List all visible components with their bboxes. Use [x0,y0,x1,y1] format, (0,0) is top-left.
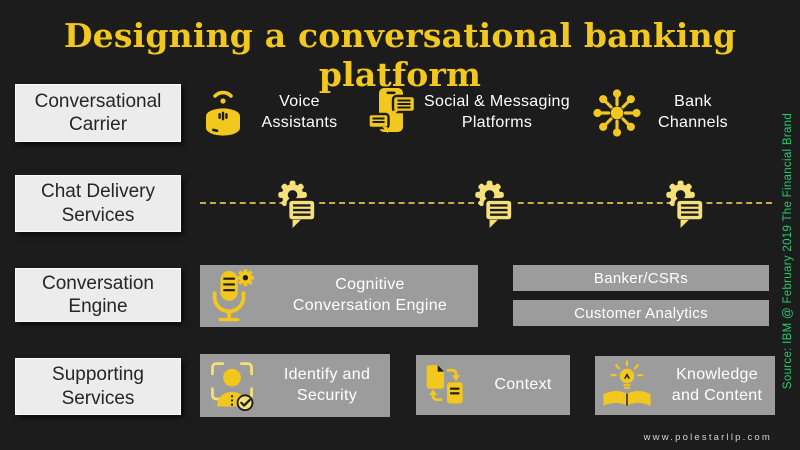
row-label-line: Supporting [52,364,144,386]
customer-analytics-box: Customer Analytics [513,300,769,326]
box-label-line: Conversation Engine [292,297,448,314]
row-label-line: Services [61,204,135,226]
row-label-line: Carrier [68,114,128,135]
row-label-conversational-carrier: Conversational Carrier [15,84,181,142]
row-label-line: Chat Delivery [40,181,156,203]
caption-bank-channels: Bank Channels [643,86,743,140]
gear-chat-icon [276,179,322,231]
caption-voice-assistants: Voice Assistants [252,86,347,140]
row-label-line: Conversational [34,90,162,112]
caption-line: Social & Messaging [424,93,570,111]
context-label: Context [476,375,570,396]
caption-line: Voice [279,93,320,111]
identify-security-label: Identify and Security [264,365,390,407]
row-label-chat-delivery: Chat Delivery Services [15,175,181,232]
row-label-line: Conversation [42,272,154,294]
caption-line: Assistants [261,114,338,131]
box-label: Customer Analytics [574,304,708,322]
row-label-supporting-services: Supporting Services [15,358,181,415]
microphone-gear-icon [200,267,262,325]
website-url: www.polestarllp.com [643,432,772,443]
row-label-line: Services [61,387,135,409]
row-label-line: Engine [68,296,128,317]
knowledge-content-label: Knowledge and Content [659,365,775,407]
knowledge-content-box: Knowledge and Content [595,356,775,415]
caption-line: Platforms [461,114,533,131]
page-title: Designing a conversational banking platf… [63,16,737,94]
cognitive-conversation-engine-box: Cognitive Conversation Engine [200,265,478,327]
box-label-line: Context [494,375,552,393]
source-note: Source: IBM @ February 2019 The Financia… [782,112,794,390]
gear-chat-icon [473,179,519,231]
box-label-line: Knowledge [676,365,758,383]
context-box: Context [416,355,570,415]
gear-chat-icon [664,179,710,231]
identity-check-icon [200,356,264,416]
documents-exchange-icon [416,356,476,414]
box-label-line: Identify and [283,365,371,383]
book-idea-icon [595,358,659,414]
box-label-line: and Content [671,386,763,404]
caption-line: Bank [674,93,712,111]
smart-speaker-icon [196,83,250,141]
caption-line: Channels [657,114,728,131]
phone-chat-icon [366,82,418,142]
banker-csrs-box: Banker/CSRs [513,265,769,291]
box-label: Banker/CSRs [593,269,689,287]
row-label-conversation-engine: Conversation Engine [15,268,181,322]
hub-icon [590,86,644,140]
cognitive-engine-label: Cognitive Conversation Engine [262,275,478,317]
identify-security-box: Identify and Security [200,354,390,417]
caption-social-messaging: Social & Messaging Platforms [412,86,582,140]
box-label-line: Cognitive [335,276,405,294]
box-label-line: Security [296,386,358,404]
